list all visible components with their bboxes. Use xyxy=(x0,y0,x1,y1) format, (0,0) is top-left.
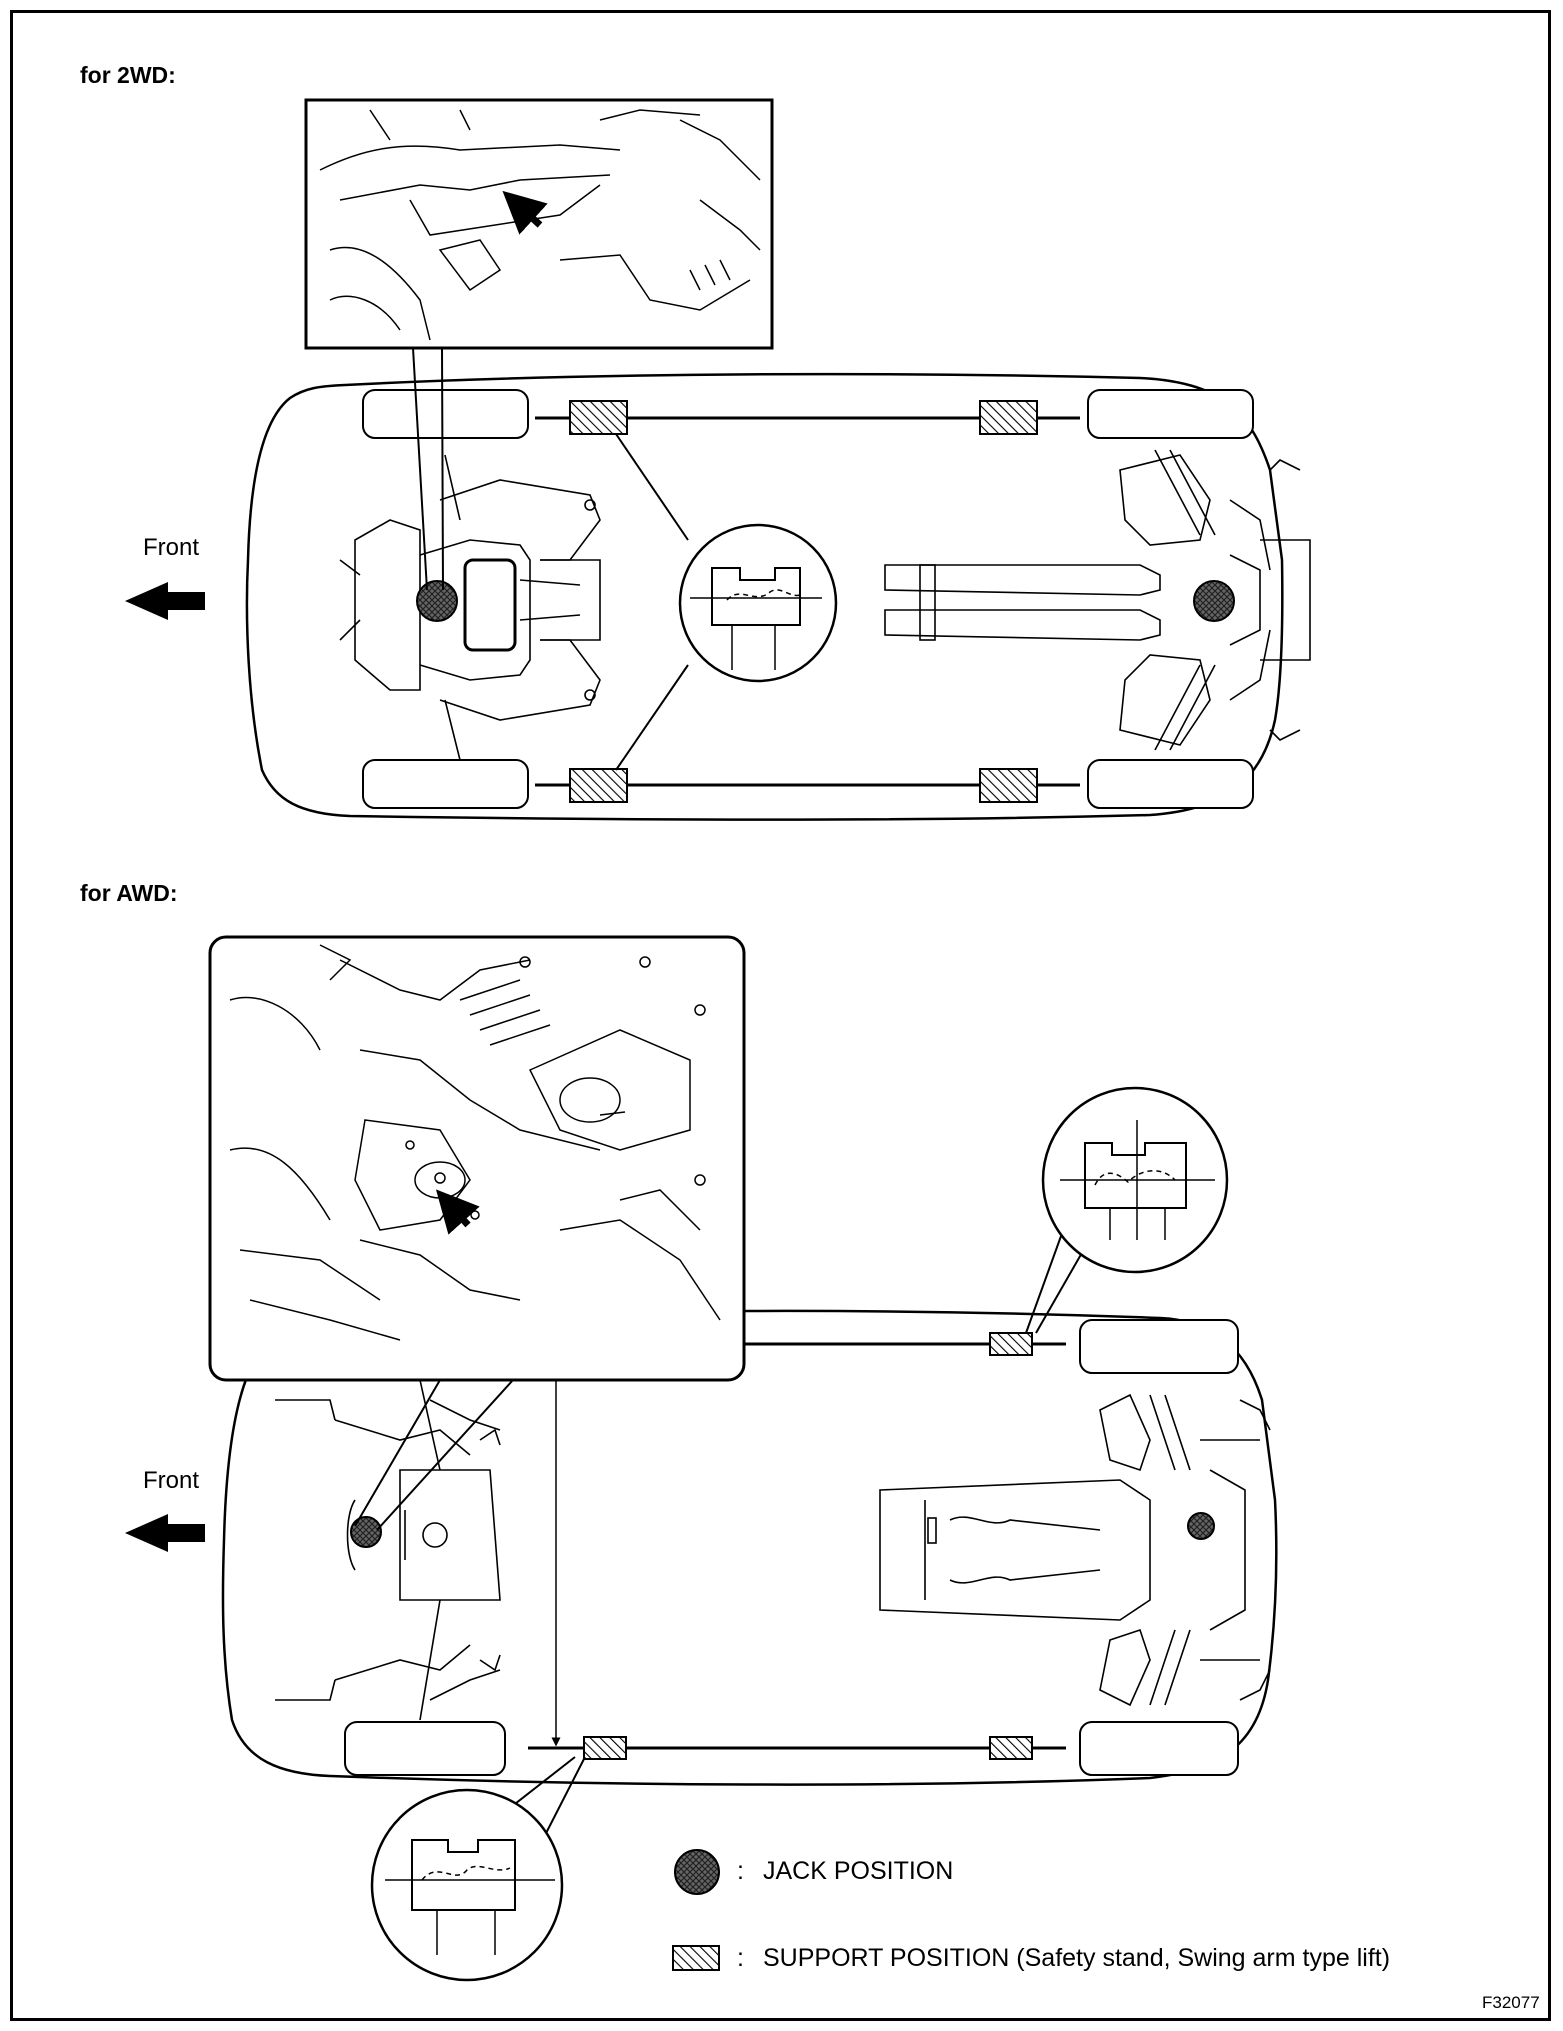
awd-support-front-right xyxy=(583,1736,627,1760)
awd-jack-front xyxy=(350,1516,382,1548)
awd-support-rear-left xyxy=(989,1332,1033,1356)
page-frame xyxy=(10,10,1551,2021)
awd-wheel-rear-right xyxy=(1079,1721,1239,1776)
awd-support-rear-right xyxy=(989,1736,1033,1760)
twowd-rear-suspension xyxy=(884,449,1311,751)
legend-jack-separator: : xyxy=(737,1857,744,1885)
awd-rear-suspension xyxy=(879,1393,1271,1707)
twowd-wheel-rear-right xyxy=(1087,759,1254,809)
awd-jack-inset xyxy=(208,935,746,1531)
twowd-wheel-front-left xyxy=(362,389,529,439)
twowd-jack-rear xyxy=(1193,580,1235,622)
awd-front-label: Front xyxy=(143,1467,200,1494)
awd-wheel-front-right xyxy=(344,1721,506,1776)
legend-jack-icon xyxy=(674,1849,720,1895)
awd-support-callout-front xyxy=(370,1756,586,1982)
twowd-front-arrow xyxy=(125,582,205,620)
awd-jack-rear xyxy=(1187,1512,1215,1540)
figure-code: F32077 xyxy=(1482,1993,1540,2012)
twowd-jack-front xyxy=(416,580,458,622)
twowd-wheel-rear-left xyxy=(1087,389,1254,439)
twowd-jack-inset xyxy=(304,98,774,591)
twowd-support-rear-left xyxy=(979,400,1038,435)
twowd-section-label: for 2WD: xyxy=(80,62,176,88)
awd-wheel-rear-left xyxy=(1079,1319,1239,1374)
twowd-diagram xyxy=(125,98,1311,821)
twowd-wheel-front-right xyxy=(362,759,529,809)
legend-support-text: SUPPORT POSITION (Safety stand, Swing ar… xyxy=(763,1944,1391,1972)
awd-diagram xyxy=(125,935,1278,1982)
twowd-support-callout xyxy=(615,433,838,771)
twowd-front-label: Front xyxy=(143,534,200,561)
legend-jack-text: JACK POSITION xyxy=(763,1857,954,1885)
awd-front-arrow xyxy=(125,1514,205,1552)
awd-support-callout-rear xyxy=(1025,1086,1229,1334)
twowd-car-body xyxy=(245,372,1284,821)
awd-car-body xyxy=(221,1309,1278,1786)
legend-support-separator: : xyxy=(737,1944,744,1972)
twowd-front-suspension xyxy=(339,454,601,761)
awd-section-label: for AWD: xyxy=(80,880,178,906)
twowd-support-rear-right xyxy=(979,768,1038,803)
twowd-support-front-left xyxy=(569,400,628,435)
twowd-support-front-right xyxy=(569,768,628,803)
legend-support-icon xyxy=(672,1945,720,1971)
